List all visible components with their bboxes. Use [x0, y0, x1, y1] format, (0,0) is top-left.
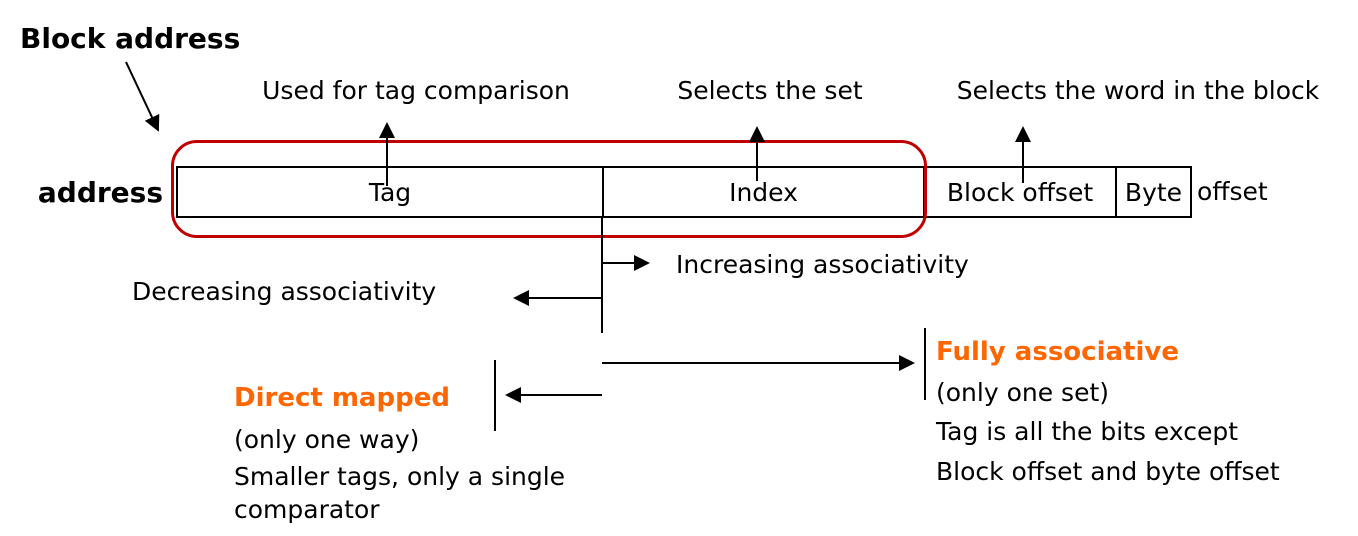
fully-associative-line-3: Block offset and byte offset [936, 457, 1280, 486]
selects-set-annotation: Selects the set [677, 76, 863, 105]
index-field-cell: Index [602, 166, 925, 218]
direct-mapped-line-1: (only one way) [234, 425, 420, 454]
block-offset-field-label: Block offset [946, 177, 1094, 207]
tag-field-label: Tag [368, 177, 412, 207]
byte-field-cell: Byte [1115, 166, 1192, 218]
block-address-callout-outline [171, 140, 927, 238]
fully-associative-title: Fully associative [936, 337, 1179, 367]
direct-mapped-line-3: comparator [234, 495, 380, 524]
offset-suffix-text: offset [1197, 177, 1268, 206]
direct-mapped-line-2: Smaller tags, only a single [234, 462, 566, 491]
increasing-associativity-text: Increasing associativity [676, 250, 969, 279]
tag-field-cell: Tag [176, 166, 604, 218]
block-offset-field-cell: Block offset [923, 166, 1117, 218]
tag-comparison-annotation: Used for tag comparison [262, 76, 570, 105]
fully-associative-line-1: (only one set) [936, 378, 1110, 407]
block-address-heading: Block address [20, 22, 241, 55]
decreasing-associativity-text: Decreasing associativity [132, 277, 437, 306]
selects-word-annotation: Selects the word in the block [956, 76, 1320, 105]
block-address-pointer-arrow-icon [125, 61, 160, 132]
fully-associative-line-2: Tag is all the bits except [936, 417, 1239, 446]
index-field-label: Index [729, 177, 798, 207]
direct-mapped-title: Direct mapped [234, 383, 450, 413]
byte-field-label: Byte [1124, 177, 1183, 207]
address-row-label: address [37, 176, 163, 209]
